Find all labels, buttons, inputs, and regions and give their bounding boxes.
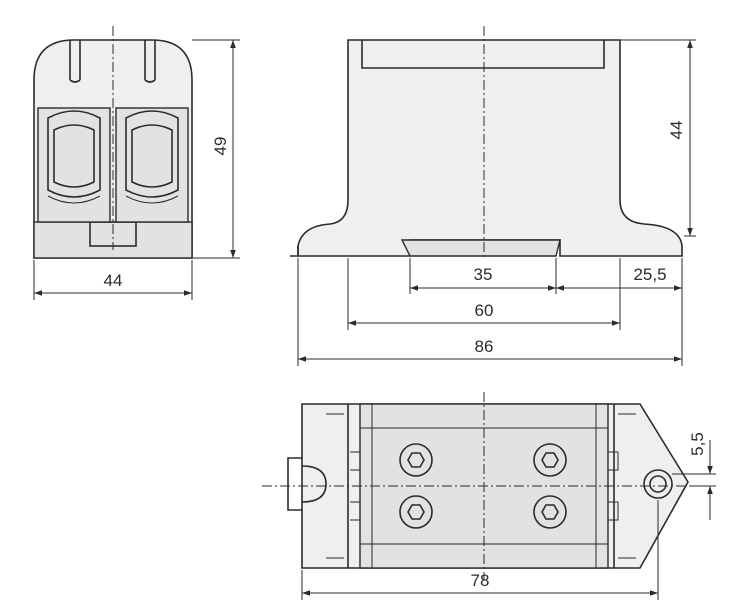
- front-width-label: 44: [104, 271, 123, 290]
- side-height-label: 44: [667, 121, 686, 140]
- top-length-label: 78: [471, 571, 490, 590]
- body-width-label: 60: [475, 301, 494, 320]
- top-view: 5,5 78: [262, 392, 716, 600]
- hole-spacing-label: 35: [474, 265, 493, 284]
- side-view: 44 35 25,5 60 86: [290, 26, 696, 366]
- foot-offset-label: 25,5: [633, 265, 666, 284]
- overall-width-label: 86: [475, 337, 494, 356]
- front-height-label: 49: [211, 137, 230, 156]
- front-view: 44 49: [33, 26, 240, 300]
- hole-offset-label: 5,5: [688, 432, 707, 456]
